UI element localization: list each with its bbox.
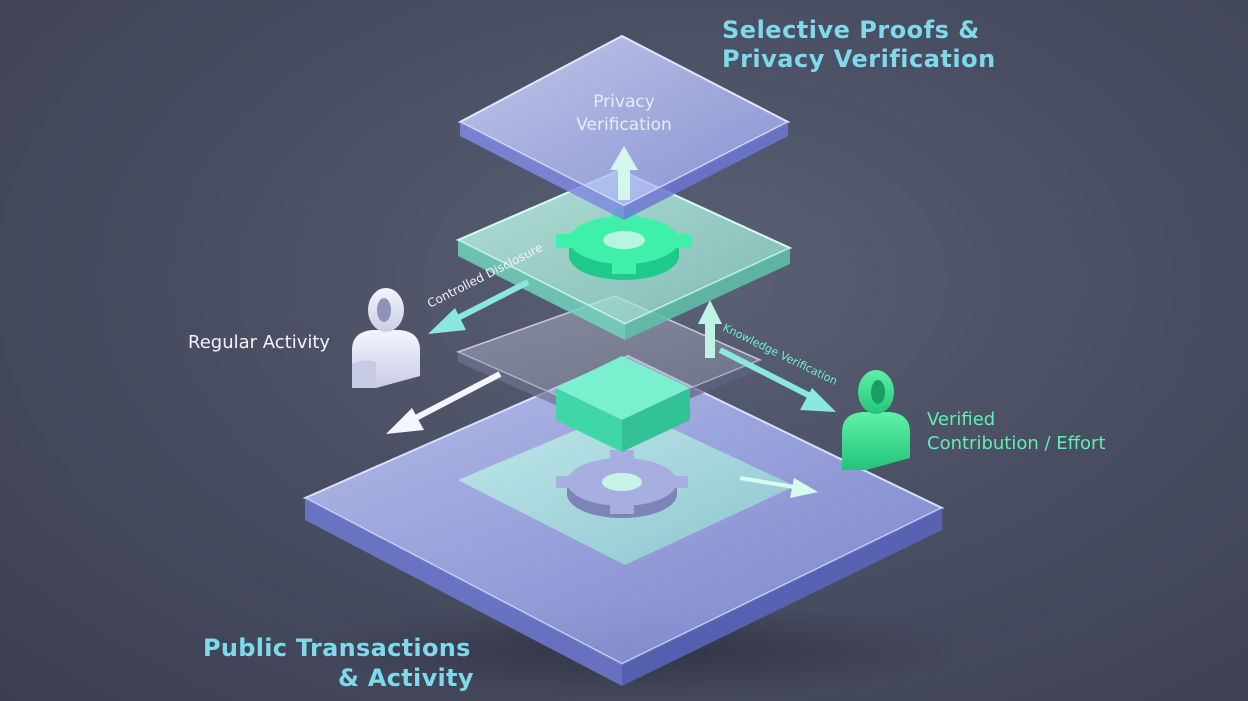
- verify-up-arrow: [698, 300, 722, 358]
- disclosure-arrow: [428, 279, 530, 334]
- user-icon: [352, 288, 420, 388]
- up-arrow: [610, 146, 638, 200]
- user-icon: [842, 370, 910, 470]
- regular-activity-label: Regular Activity: [188, 332, 331, 353]
- verified-contribution-label: Verified Contribution / Effort: [927, 409, 1106, 454]
- gear-icon: [556, 208, 692, 280]
- privacy-verification-label: Privacy Verification: [576, 92, 672, 135]
- top-layer-privacy: [457, 34, 791, 220]
- title-selective-proofs: Selective Proofs & Privacy Verification: [722, 16, 996, 73]
- base-arrow: [739, 476, 818, 498]
- activity-arrow: [386, 371, 502, 434]
- verification-arrow: [718, 347, 836, 412]
- gear-icon: [556, 450, 688, 518]
- title-public-transactions: Public Transactions & Activity: [203, 634, 474, 692]
- center-block: [556, 356, 690, 452]
